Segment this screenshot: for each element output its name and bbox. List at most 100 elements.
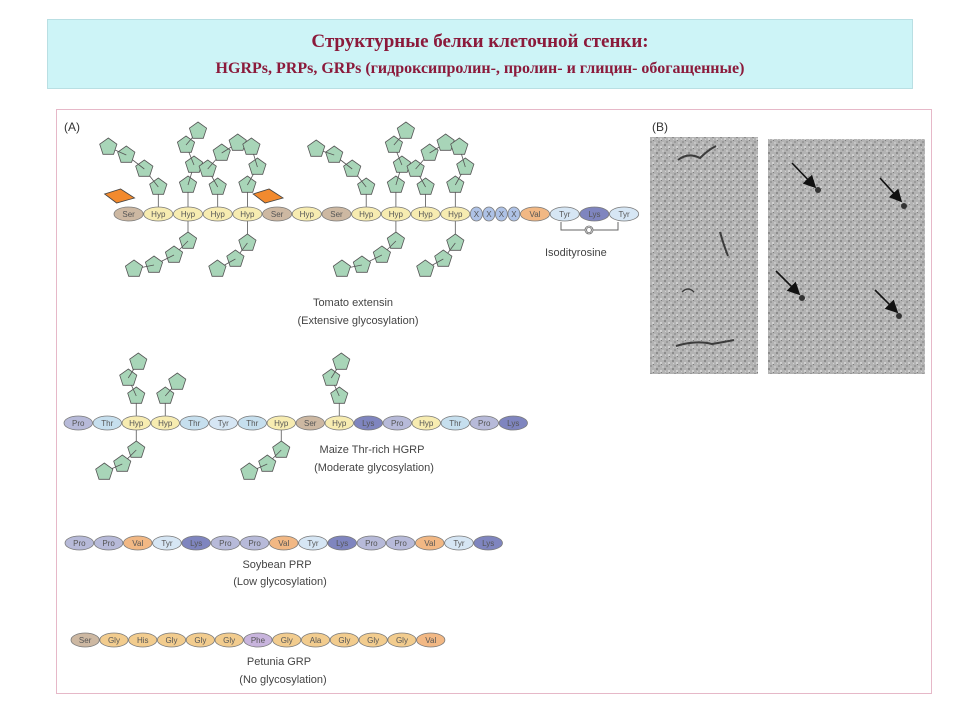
residue-hyp xyxy=(266,415,296,431)
residue-label: Pro xyxy=(219,539,232,548)
residue-tyr xyxy=(208,415,238,431)
residue-label: Ser xyxy=(271,210,284,219)
sugar-pentagon xyxy=(129,352,148,370)
residue-label: Thr xyxy=(449,419,461,428)
residue-lys xyxy=(579,206,610,222)
sugar-pentagon xyxy=(240,462,259,480)
residue-x xyxy=(482,206,496,222)
residue-label: Hyp xyxy=(129,419,144,428)
residue-label: X xyxy=(499,210,505,219)
residue-ser xyxy=(295,415,325,431)
galactose-wedge xyxy=(103,188,136,204)
residue-hyp xyxy=(172,206,203,222)
panel-a-label: (A) xyxy=(64,120,80,134)
residue-label: Lys xyxy=(482,539,494,548)
sugar-pentagon xyxy=(258,454,277,472)
residue-label: Pro xyxy=(102,539,115,548)
residue-label: Tyr xyxy=(161,539,172,548)
residue-label: Pro xyxy=(72,419,85,428)
sugar-pentagon xyxy=(168,372,187,390)
sugar-pentagon xyxy=(99,137,118,155)
residue-label: X xyxy=(486,210,492,219)
petunia-grp-name: Petunia GRP xyxy=(247,656,311,668)
glycan-arm xyxy=(208,221,257,277)
residue-label: Hyp xyxy=(211,210,226,219)
residue-label: His xyxy=(137,636,149,645)
sugar-pentagon xyxy=(325,145,344,163)
residue-gly xyxy=(214,632,244,648)
residue-label: Val xyxy=(132,539,143,548)
sugar-pentagon xyxy=(307,139,326,157)
residue-label: Tyr xyxy=(218,419,229,428)
soybean-prp-glyco: (Low glycosylation) xyxy=(233,576,327,588)
sugar-pentagon xyxy=(322,368,341,386)
sugar-pentagon xyxy=(149,177,168,195)
residue-x xyxy=(469,206,483,222)
sugar-pentagon xyxy=(450,137,469,155)
sugar-pentagon xyxy=(238,233,257,251)
arrow-2 xyxy=(879,177,903,203)
glycan-arm xyxy=(99,137,168,207)
residue-lys xyxy=(353,415,383,431)
residue-label: Hyp xyxy=(300,210,315,219)
residue-thr xyxy=(179,415,209,431)
sugar-pentagon xyxy=(272,440,291,458)
residue-label: Tyr xyxy=(619,210,630,219)
sugar-pentagon xyxy=(416,259,435,277)
residue-gly xyxy=(329,632,359,648)
sugar-pentagon xyxy=(124,259,144,277)
residue-gly xyxy=(185,632,215,648)
residue-label: Tyr xyxy=(453,539,464,548)
residue-label: Gly xyxy=(108,636,120,645)
glycan-arm xyxy=(332,221,405,277)
sugar-pentagon xyxy=(386,231,405,249)
residue-label: Tyr xyxy=(559,210,570,219)
residue-label: Hyp xyxy=(240,210,255,219)
sugar-pentagon xyxy=(352,255,371,273)
residue-ser xyxy=(70,632,100,648)
arrow-3 xyxy=(775,270,801,296)
sugar-pentagon xyxy=(144,255,164,273)
residue-label: Val xyxy=(278,539,289,548)
residue-label: Lys xyxy=(336,539,348,548)
residue-hyp xyxy=(232,206,263,222)
residue-label: Gly xyxy=(367,636,379,645)
residue-label: Gly xyxy=(223,636,235,645)
residue-lys xyxy=(498,415,528,431)
residue-hyp xyxy=(121,415,151,431)
residue-thr xyxy=(92,415,122,431)
residue-label: Ser xyxy=(122,210,135,219)
residue-label: Pro xyxy=(394,539,407,548)
residue-label: Ala xyxy=(310,636,322,645)
isodityrosine-crosslink: O Isodityrosine xyxy=(545,222,619,259)
residue-val xyxy=(268,535,299,551)
residue-his xyxy=(128,632,158,648)
residue-pro xyxy=(469,415,499,431)
sugar-pentagon xyxy=(127,440,146,458)
title-box: Структурные белки клеточной стенки: HGRP… xyxy=(47,19,913,89)
residue-tyr xyxy=(444,535,474,551)
glycan-arm xyxy=(322,352,351,416)
residue-label: Gly xyxy=(194,636,206,645)
residue-label: Val xyxy=(424,539,435,548)
sugar-pentagon xyxy=(434,249,453,267)
sugar-pentagon xyxy=(357,177,376,195)
residue-hyp xyxy=(150,415,180,431)
residue-label: Pro xyxy=(73,539,86,548)
residue-label: Pro xyxy=(365,539,378,548)
residue-val xyxy=(414,535,445,551)
residue-val xyxy=(123,535,153,551)
residue-label: Lys xyxy=(190,539,202,548)
glycan-arm xyxy=(238,137,267,207)
glycan-arm xyxy=(384,121,415,207)
galactose-wedge xyxy=(252,188,285,204)
residue-ala xyxy=(300,632,331,648)
residue-label: Pro xyxy=(248,539,261,548)
residue-hyp xyxy=(351,206,382,222)
glycan-arm xyxy=(124,221,198,277)
residue-pro xyxy=(356,535,387,551)
isodityrosine-label: Isodityrosine xyxy=(545,247,607,259)
residue-x xyxy=(507,206,521,222)
